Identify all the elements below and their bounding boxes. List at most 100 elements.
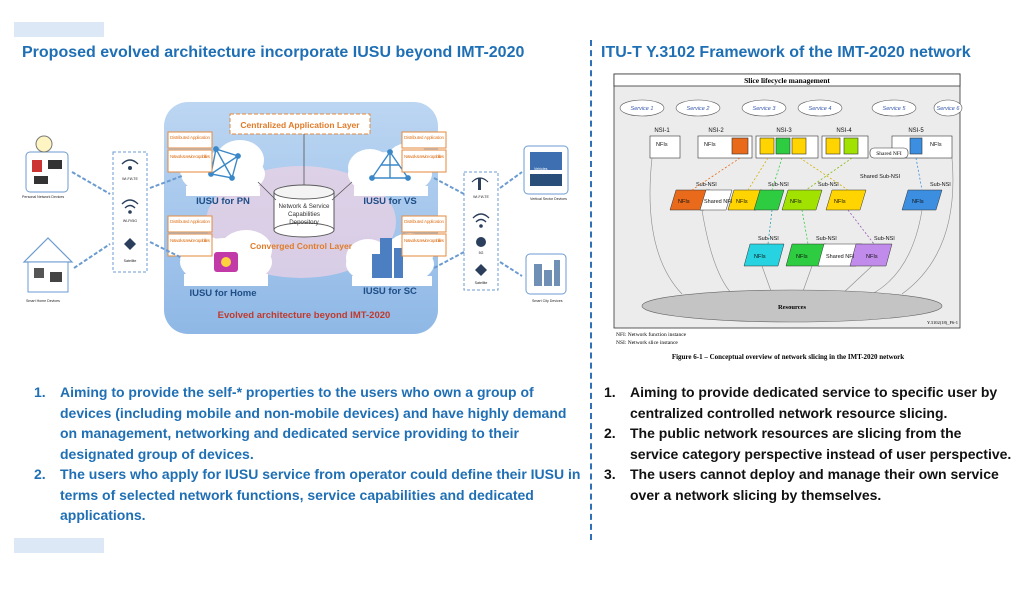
city-building-icon [372, 238, 403, 278]
right-title: ITU-T Y.3102 Framework of the IMT-2020 n… [601, 44, 971, 61]
svg-text:Vertical Sector Devices: Vertical Sector Devices [530, 197, 567, 201]
svg-text:Wi-Fi/LTE: Wi-Fi/LTE [122, 177, 138, 181]
svg-text:Distributed Application: Distributed Application [170, 135, 210, 140]
service-2-label: Service 2 [687, 106, 710, 112]
repository-label-2: Capabilities [288, 211, 320, 218]
service-5-label: Service 5 [883, 106, 907, 112]
subnsi-label-2: Sub-NSI [768, 182, 789, 188]
pn-network-icon [208, 146, 241, 181]
right-point-3: 3.The users cannot deploy and manage the… [604, 466, 999, 503]
pn-capability-boxes: Distributed Application Network & servic… [167, 131, 213, 173]
subnsi-row2-label-3: Sub-NSI [874, 236, 895, 242]
row1-nfis-c: NFIs [790, 199, 802, 205]
nsi-2-nfis: NFIs [704, 142, 716, 148]
right-access-panel [463, 171, 499, 291]
legend-nsi: NSI: Network slice instance [616, 340, 678, 346]
centralized-app-layer-box [229, 113, 371, 135]
svg-text:Network & service capabilities: Network & service capabilities [170, 154, 211, 159]
shared-subnsi-label: Shared Sub-NSI [860, 174, 901, 180]
nsi-5-label: NSI-5 [908, 128, 924, 134]
left-point-1: 1.Aiming to provide the self-* propertie… [34, 384, 567, 462]
slice-lifecycle-header: Slice lifecycle management [744, 76, 830, 85]
svg-text:Vehicles: Vehicles [534, 167, 548, 171]
evolved-architecture-label: Evolved architecture beyond IMT-2020 [218, 310, 391, 321]
row2-nfis-b: NFIs [796, 254, 808, 260]
svg-text:Network & service capabilities: Network & service capabilities [404, 154, 445, 159]
subnsi-row-2 [743, 243, 893, 267]
right-points-list: 1.Aiming to provide dedicated service to… [598, 382, 1013, 505]
repository-cylinder [273, 184, 335, 238]
resource-lines [649, 157, 954, 295]
subnsi-row-1 [669, 189, 943, 211]
left-title: Proposed evolved architecture incorporat… [22, 44, 525, 61]
column-divider [590, 40, 592, 540]
svg-text:Satellite: Satellite [124, 259, 137, 263]
nsi-1-nfis: NFIs [656, 142, 668, 148]
cloud-sc-label: IUSU for SC [363, 286, 417, 297]
svg-text:Distributed Application: Distributed Application [404, 219, 444, 224]
svg-text:Smart City Devices: Smart City Devices [532, 299, 563, 303]
svg-text:Distributed Application: Distributed Application [404, 135, 444, 140]
control-layer-label: Converged Control Layer [250, 241, 353, 251]
service-6-label: Service 6 [937, 106, 961, 112]
svg-text:5G: 5G [479, 251, 484, 255]
cloud-pn-label: IUSU for PN [196, 196, 250, 207]
subnsi-label-5: Sub-NSI [930, 182, 951, 188]
cloud-vs-label: IUSU for VS [363, 196, 416, 207]
row1-nfis-b: NFIs [736, 199, 748, 205]
subnsi-label-3: Sub-NSI [818, 182, 839, 188]
left-points-list: 1.Aiming to provide the self-* propertie… [28, 382, 584, 526]
service-ovals [619, 99, 963, 117]
nsi-3-label: NSI-3 [776, 128, 792, 134]
repository-label-1: Network & Service [279, 203, 330, 210]
sc-capability-boxes: Distributed Application Network & servic… [401, 215, 447, 257]
shared-nfi-top-box [869, 147, 909, 159]
row1-nfis-e: NFIs [912, 199, 924, 205]
connection-arrows [71, 171, 523, 277]
row1-nfis-a: NFIs [678, 199, 690, 205]
subnsi-label-1: Sub-NSI [696, 182, 717, 188]
cloud-home-label: IUSU for Home [189, 288, 256, 299]
smart-home-icon [22, 237, 74, 293]
shared-nfi-top-label: Shared NFI [876, 151, 902, 157]
service-4-label: Service 4 [809, 106, 832, 112]
shared-nfi-row2: Shared NFI [826, 254, 855, 260]
right-point-2: 2.The public network resources are slici… [604, 425, 1012, 462]
svg-text:Satellite: Satellite [475, 281, 488, 285]
nsi-2-label: NSI-2 [708, 128, 724, 134]
svg-text:Personal Network Devices: Personal Network Devices [22, 195, 64, 199]
nsi-boxes [649, 135, 953, 159]
left-point-2: 2.The users who apply for IUSU service f… [34, 466, 581, 523]
slice-links [691, 157, 923, 245]
resources-label: Resources [778, 304, 807, 311]
personal-device-icons [32, 160, 62, 184]
decorative-bar-bottom [14, 538, 104, 553]
svg-text:Network & service capabilities: Network & service capabilities [170, 238, 211, 243]
iusu-architecture-diagram: Centralized Application Layer IUSU for P… [22, 102, 569, 334]
decorative-bar-top [14, 22, 104, 37]
home-app-icon [214, 252, 238, 272]
shared-nfi-row1: Shared NFI [704, 199, 733, 205]
network-slicing-diagram: Slice lifecycle management Service 1 Ser… [612, 72, 964, 364]
svg-text:Wi-Fi/5G: Wi-Fi/5G [123, 219, 137, 223]
svg-text:Smart Home Devices: Smart Home Devices [26, 299, 60, 303]
figure-ref: Y.3102(18)_F6-1 [927, 320, 958, 325]
svg-text:Distributed Application: Distributed Application [170, 219, 210, 224]
service-1-label: Service 1 [631, 106, 654, 112]
row1-nfis-d: NFIs [834, 199, 846, 205]
nsi-4-label: NSI-4 [836, 128, 852, 134]
right-point-1: 1.Aiming to provide dedicated service to… [604, 384, 998, 421]
smart-city-icon [534, 260, 560, 286]
row2-nfis-a: NFIs [754, 254, 766, 260]
vs-network-icon [369, 149, 411, 181]
figure-caption: Figure 6-1 – Conceptual overview of netw… [672, 353, 904, 361]
subnsi-row2-label-2: Sub-NSI [816, 236, 837, 242]
service-3-label: Service 3 [753, 106, 777, 112]
right-access-icons [471, 177, 490, 276]
legend-nfi: NFI: Network function instance [616, 331, 687, 338]
left-access-icons [121, 159, 139, 250]
row2-nfis-c: NFIs [866, 254, 878, 260]
svg-text:Network & service capabilities: Network & service capabilities [404, 238, 445, 243]
vs-capability-boxes: Distributed Application Network & servic… [401, 131, 447, 173]
nsi-1-label: NSI-1 [654, 128, 670, 134]
